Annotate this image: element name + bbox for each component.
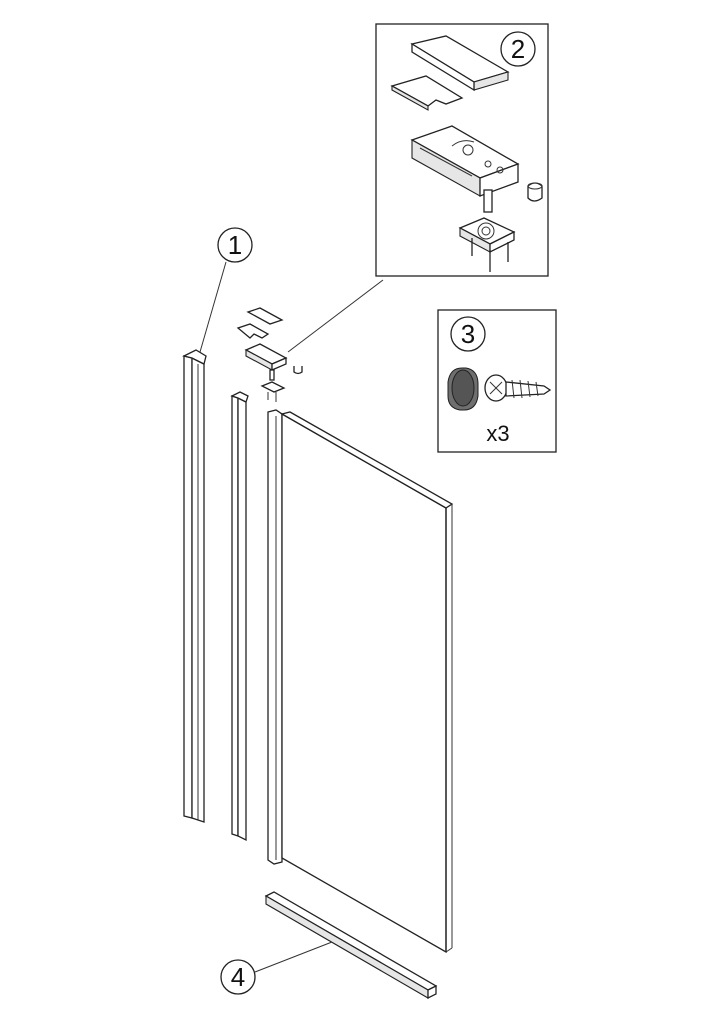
- panel-edge-profile: [267, 409, 283, 865]
- callout-label-2: 2: [511, 34, 525, 64]
- callout-label-4: 4: [231, 962, 245, 992]
- callout-circle-4: [220, 959, 256, 995]
- quantity-label: x3: [486, 421, 509, 446]
- pivot-pin: [483, 189, 493, 213]
- hinge-parts-small: [236, 307, 303, 402]
- detail-box-3: 3 x3: [437, 309, 557, 453]
- callout-1: 1: [199, 227, 253, 353]
- cover-cap: [447, 367, 479, 411]
- callout-4: 4: [220, 941, 333, 995]
- callout-label-3: 3: [461, 319, 475, 349]
- glass-panel: [267, 409, 454, 954]
- leader-line-1: [199, 261, 227, 353]
- callout-circle-1: [217, 227, 253, 263]
- cover-plate-top: [410, 35, 510, 92]
- glass-face: [281, 412, 447, 954]
- base-mount: [458, 217, 516, 272]
- wall-profile: [182, 349, 207, 823]
- hinge-block: [410, 125, 520, 197]
- small-cap: [527, 182, 543, 202]
- callout-circle-2: [500, 31, 536, 67]
- detail-box-2: 2: [375, 23, 549, 277]
- gasket-plate: [390, 75, 464, 111]
- callout-circle-3: [450, 316, 486, 352]
- screw: [484, 374, 552, 402]
- detail-box-3-frame: [437, 309, 557, 453]
- leader-line-2: [287, 279, 384, 353]
- bottom-seal: [264, 891, 438, 1000]
- detail-box-2-frame: [375, 23, 549, 277]
- leader-line-4: [254, 941, 333, 973]
- callout-label-1: 1: [228, 230, 242, 260]
- adjustment-profile: [230, 391, 249, 842]
